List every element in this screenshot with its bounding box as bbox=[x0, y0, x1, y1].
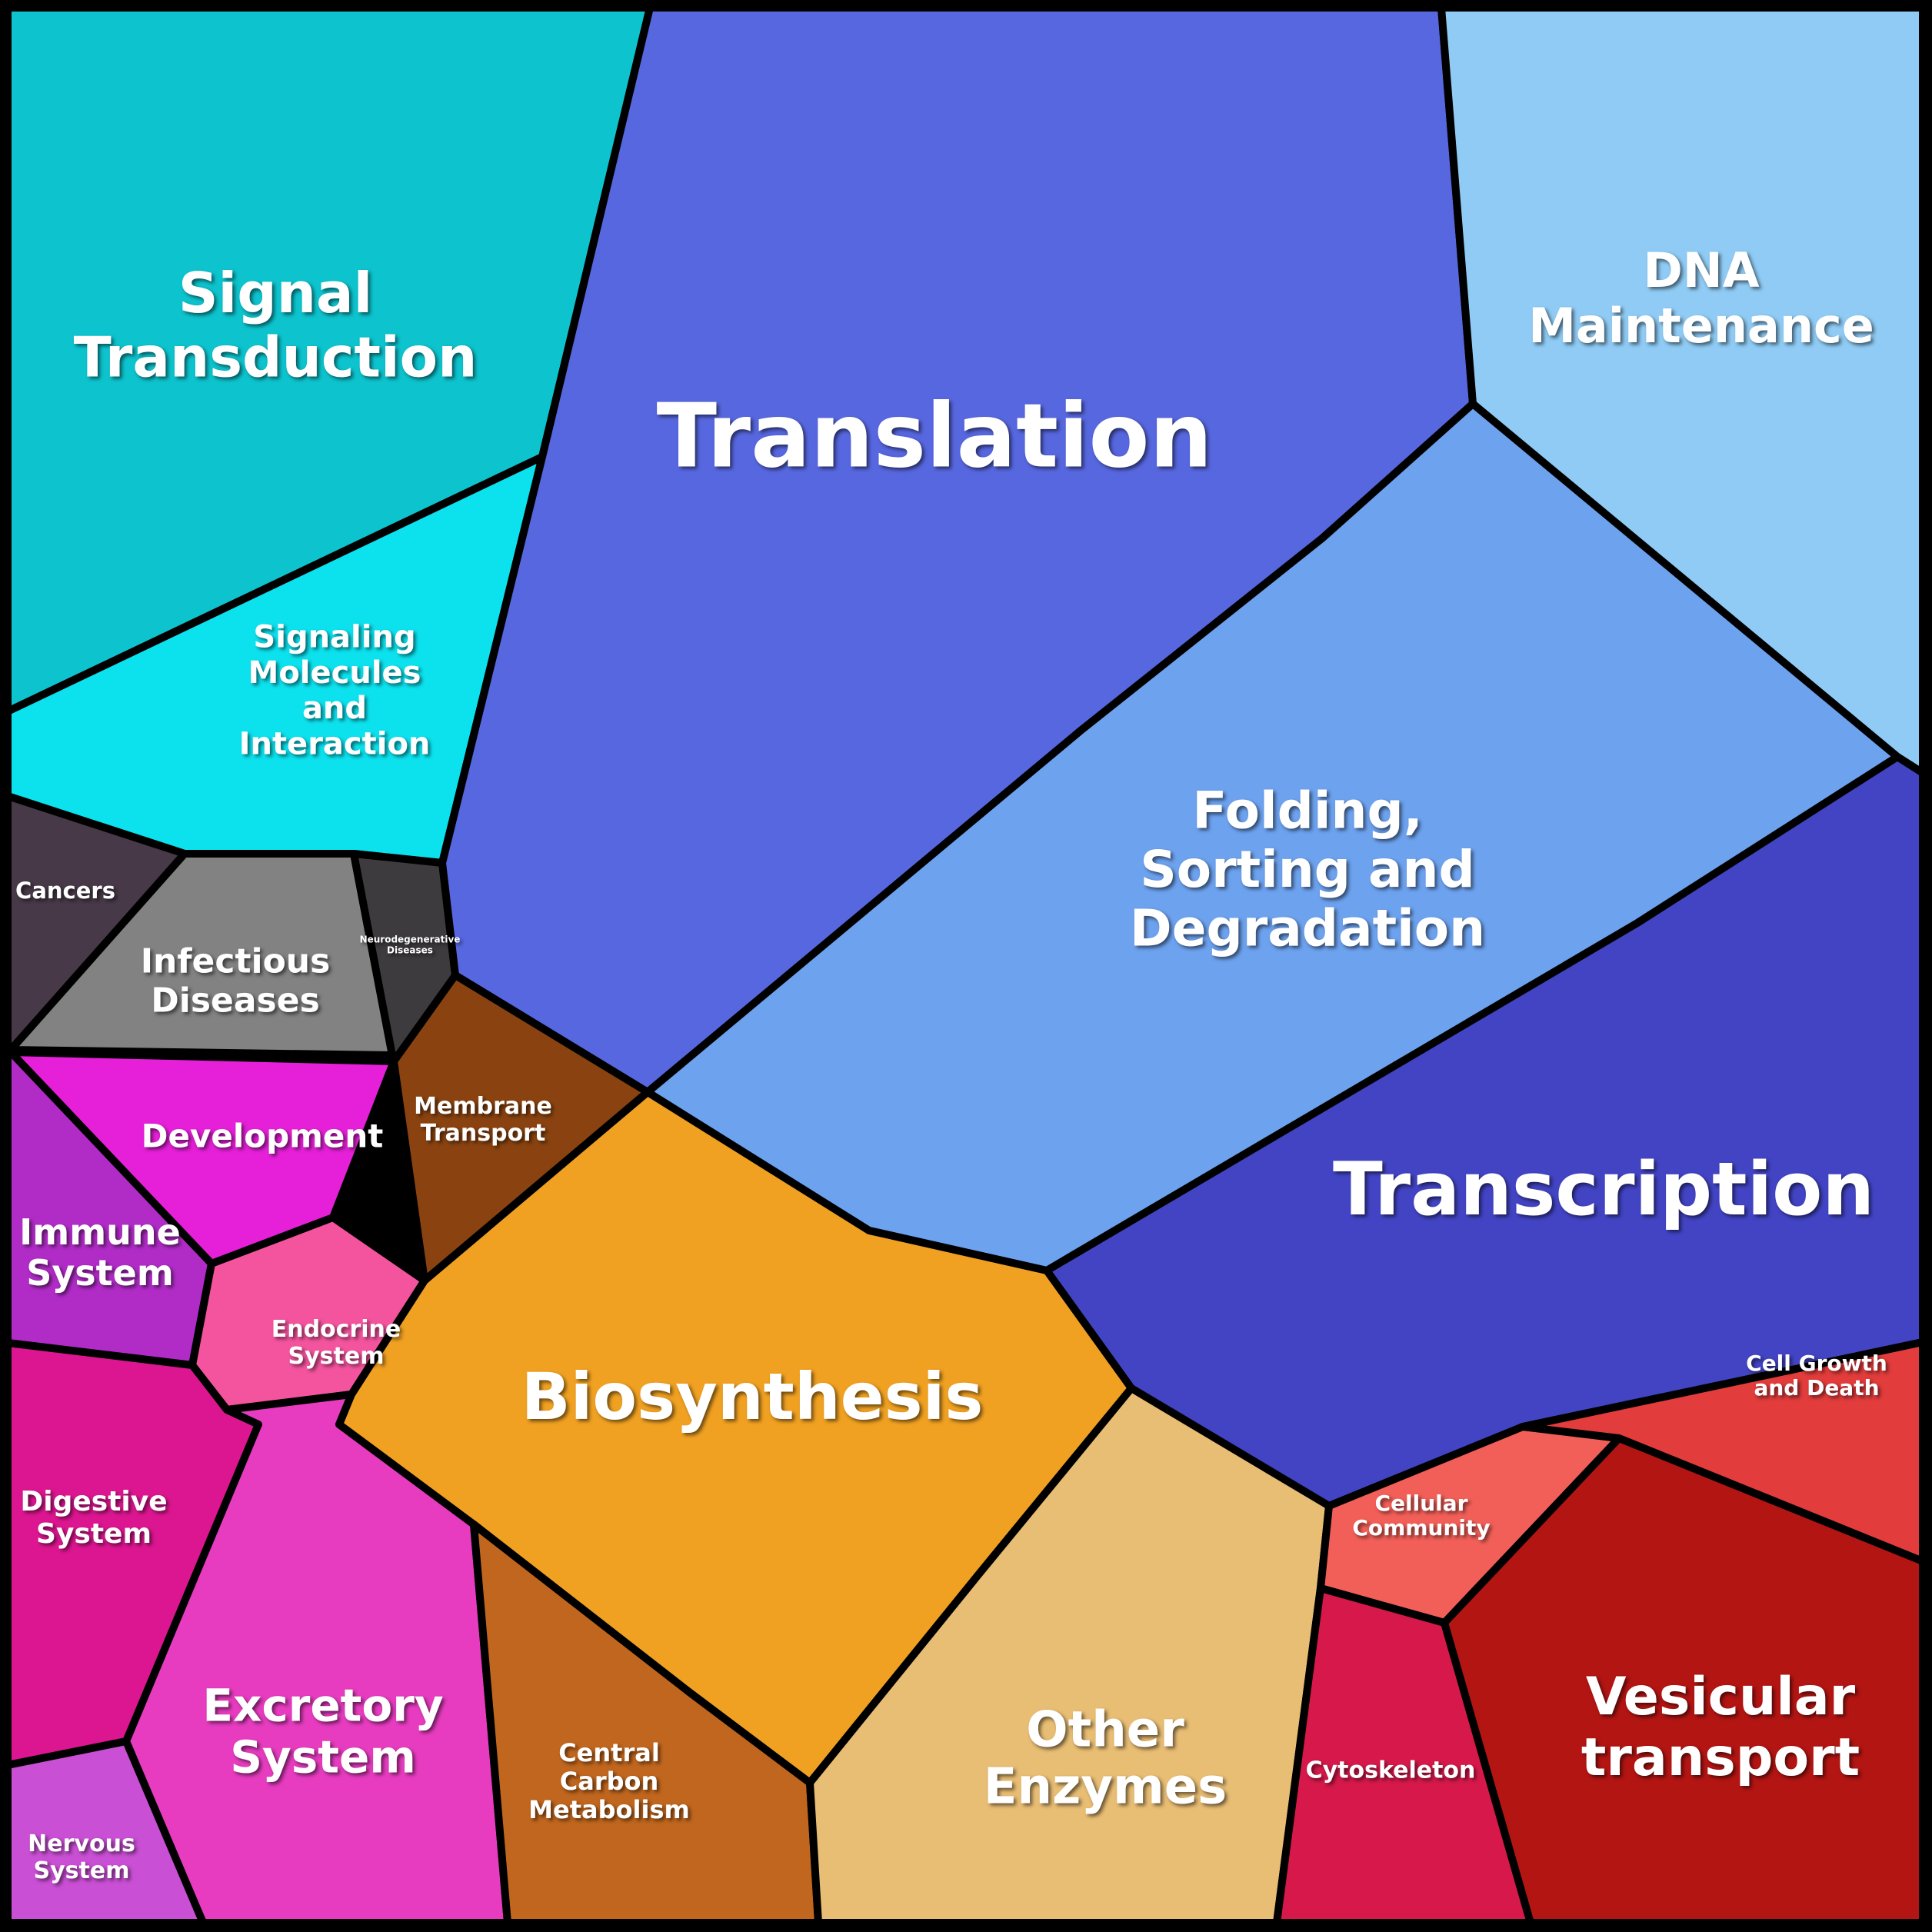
cell-vesicular-transport bbox=[1441, 1434, 1927, 1927]
cell-nervous-system bbox=[4, 1737, 207, 1927]
label-development: Development bbox=[142, 1118, 384, 1155]
label-translation: Translation bbox=[657, 385, 1213, 488]
cells-layer bbox=[4, 4, 1927, 1927]
label-transcription: Transcription bbox=[1333, 1148, 1874, 1232]
label-cytoskeleton: Cytoskeleton bbox=[1306, 1757, 1476, 1784]
label-biosynthesis: Biosynthesis bbox=[521, 1359, 984, 1434]
label-cancers: Cancers bbox=[15, 878, 115, 904]
